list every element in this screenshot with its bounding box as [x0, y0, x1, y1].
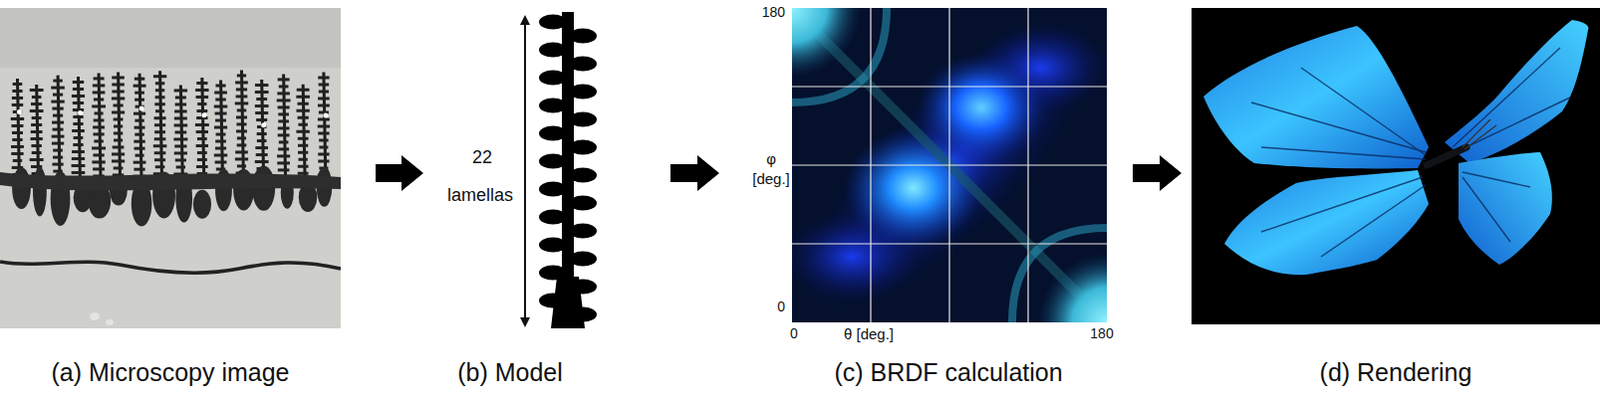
panel: (c) BRDF calculation	[719, 7, 1133, 399]
panel: (d) Rendering	[1181, 7, 1600, 399]
block-arrow	[1132, 155, 1182, 192]
block-arrow	[670, 155, 720, 192]
axis-title: θ [deg.]	[843, 325, 894, 343]
axis-tick: 180	[1089, 325, 1113, 342]
lamella-model	[423, 7, 671, 337]
axis-tick: 0	[777, 298, 786, 315]
panel-caption: (b) Model	[457, 358, 563, 388]
panel-caption: (d) Rendering	[1320, 358, 1473, 388]
axis-tick: 0	[790, 325, 799, 342]
butterfly-rendering	[1191, 7, 1600, 325]
axis-title: φ [deg.]	[749, 149, 794, 189]
brdf-plot	[792, 7, 1107, 323]
count-label: 22	[472, 147, 493, 169]
panel-caption: (a) Microscopy image	[51, 358, 290, 388]
panel: (a) Microscopy image	[0, 7, 376, 399]
microscopy-image	[0, 7, 341, 329]
unit-label: lamellas	[447, 185, 514, 207]
axis-tick: 180	[762, 3, 786, 20]
block-arrow	[375, 155, 424, 192]
panel-caption: (c) BRDF calculation	[833, 358, 1063, 388]
